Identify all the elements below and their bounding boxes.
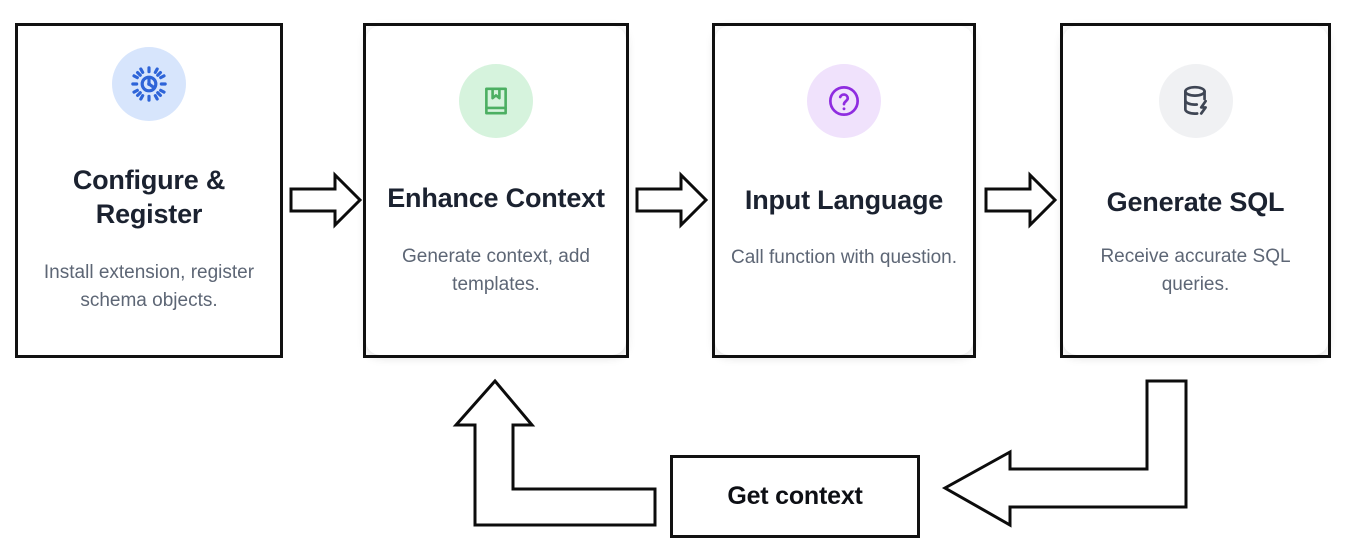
get-context-box[interactable]: Get context	[670, 455, 920, 538]
step-title: Enhance Context	[387, 183, 605, 213]
gear-icon-badge	[112, 47, 186, 121]
database-bolt-icon	[1183, 85, 1207, 115]
step-description: Call function with question.	[730, 247, 957, 269]
step-card-input-language[interactable]: Input Language Call function with questi…	[712, 23, 976, 358]
step-title: Input Language	[744, 185, 944, 215]
book-bookmark-icon	[485, 87, 507, 115]
question-circle-icon	[828, 85, 860, 117]
step-card-generate-sql[interactable]: Generate SQL Receive accurate SQL querie…	[1060, 23, 1331, 358]
step-description: Receive accurate SQL queries.	[1100, 246, 1291, 296]
step-title: Generate SQL	[1106, 187, 1285, 217]
book-bookmark-icon-badge	[459, 64, 533, 138]
step-title: Configure & Register	[72, 165, 226, 230]
step-card-enhance-context[interactable]: Enhance Context Generate context, add te…	[363, 23, 629, 358]
get-context-label: Get context	[727, 482, 863, 510]
question-circle-icon-badge	[807, 64, 881, 138]
step-description: Generate context, add templates.	[401, 246, 590, 296]
gear-icon	[131, 66, 167, 102]
step-description: Install extension, register schema objec…	[43, 262, 255, 312]
arrow-get-context-to-enhance	[452, 378, 657, 527]
database-bolt-icon-badge	[1158, 64, 1233, 138]
arrow-input-to-generate	[984, 171, 1058, 229]
arrow-enhance-to-input	[635, 171, 709, 229]
step-card-body: Configure & Register Install extension, …	[18, 26, 280, 355]
step-card-body: Input Language Call function with questi…	[715, 26, 973, 355]
step-card-configure-register[interactable]: Configure & Register Install extension, …	[15, 23, 283, 358]
step-card-body: Generate SQL Receive accurate SQL querie…	[1063, 26, 1328, 355]
step-card-body: Enhance Context Generate context, add te…	[366, 26, 626, 355]
arrow-generate-sql-to-get-context	[941, 379, 1188, 528]
arrow-configure-to-enhance	[289, 171, 363, 229]
